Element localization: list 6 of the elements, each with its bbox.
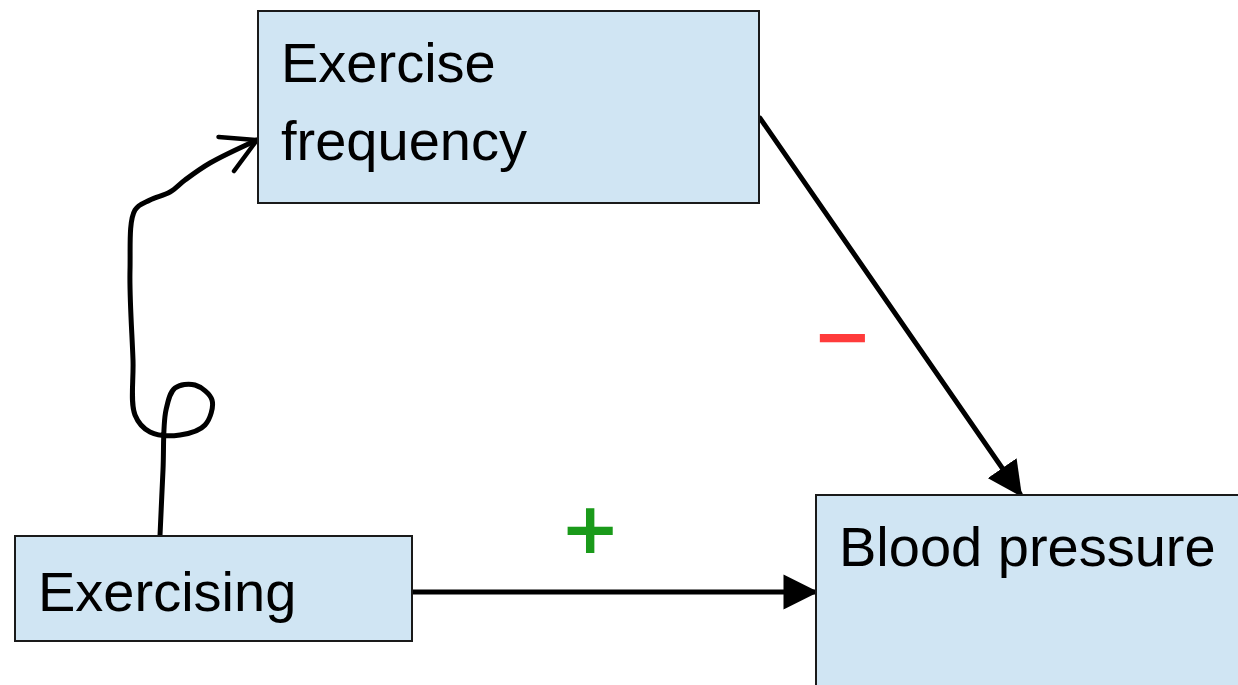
concept-box	[257, 10, 760, 204]
box-label: Exercising	[38, 559, 297, 625]
concept-box	[14, 535, 413, 642]
box-label: Blood pressure	[839, 514, 1216, 580]
concept-box	[815, 494, 1238, 685]
box-label: Exercise frequency	[281, 30, 528, 175]
